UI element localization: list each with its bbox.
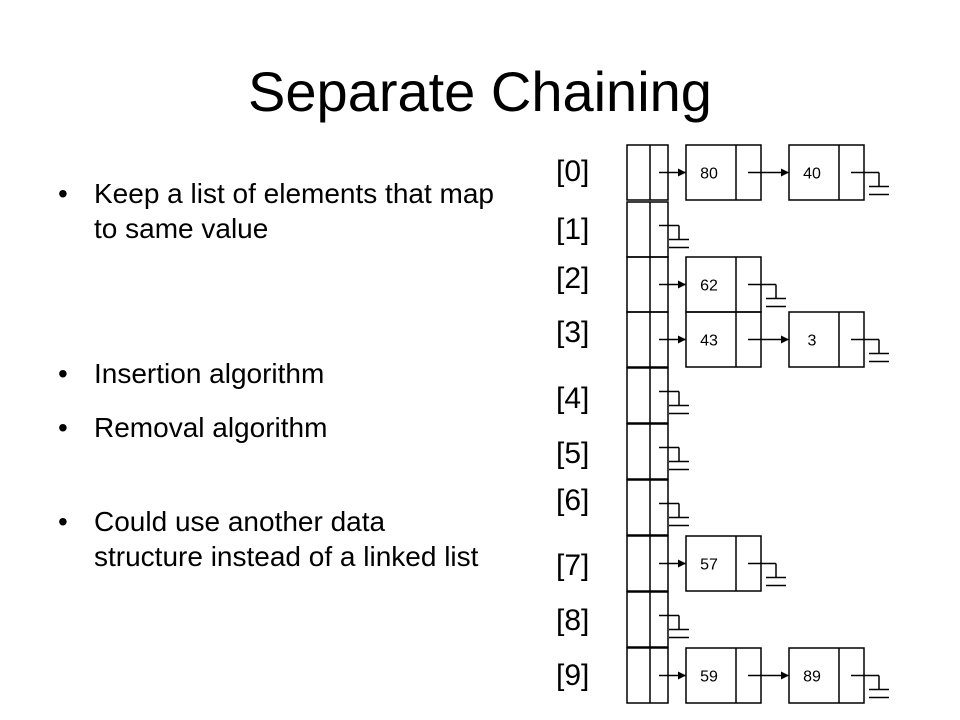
slot-index-label: [7]: [556, 549, 590, 582]
slot-index-label: [8]: [556, 604, 590, 637]
hash-table-cell: [626, 591, 669, 648]
bullet-item: • Could use another data structure inste…: [58, 504, 498, 574]
bullet-dot: •: [58, 506, 68, 537]
bullet-dot: •: [58, 412, 68, 443]
list-node-value: 40: [803, 166, 821, 183]
list-node-value: 59: [700, 669, 718, 686]
slot-index-label: [1]: [556, 213, 590, 246]
slot-index-label: [4]: [556, 382, 590, 415]
slide-title: Separate Chaining: [248, 60, 712, 123]
list-node-value: 43: [700, 333, 718, 350]
bullet-dot: •: [58, 178, 68, 209]
hash-table-cell: [626, 201, 669, 258]
slot-index-label: [5]: [556, 437, 590, 470]
hash-table-cell: [626, 423, 669, 480]
list-node-value: 62: [700, 278, 718, 295]
bullet-item: • Insertion algorithm: [58, 356, 498, 391]
bullet-item: • Removal algorithm: [58, 410, 498, 445]
slot-index-label: [3]: [556, 316, 590, 349]
list-node-value: 3: [808, 333, 817, 350]
slot-index-label: [6]: [556, 484, 590, 517]
bullet-text: Could use another data structure instead…: [94, 506, 479, 572]
list-node-value: 89: [803, 669, 821, 686]
hash-table-cell: [626, 367, 669, 424]
bullet-text: Insertion algorithm: [94, 358, 325, 389]
bullet-text: Keep a list of elements that map to same…: [94, 178, 494, 244]
slot-index-label: [0]: [556, 155, 590, 188]
list-node-value: 57: [700, 557, 718, 574]
list-node-value: 80: [700, 166, 718, 183]
slot-index-label: [2]: [556, 262, 590, 295]
slot-index-label: [9]: [556, 659, 590, 692]
hash-table-cell: [626, 479, 669, 536]
bullet-dot: •: [58, 358, 68, 389]
bullet-text: Removal algorithm: [94, 412, 328, 443]
bullet-item: • Keep a list of elements that map to sa…: [58, 176, 498, 246]
